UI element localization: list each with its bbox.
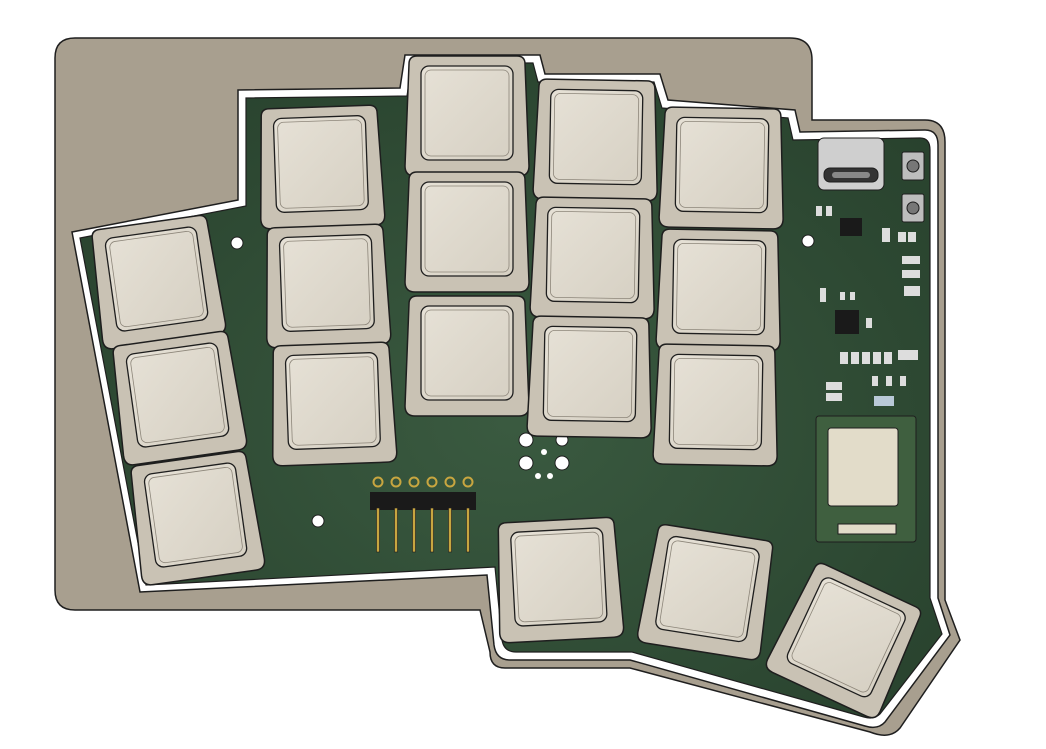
keycap-main <box>652 343 778 467</box>
header-pin <box>412 507 416 553</box>
keycap-main <box>112 330 248 466</box>
mounting-hole <box>230 236 244 250</box>
header-pin <box>430 507 434 553</box>
header-pad <box>444 476 456 488</box>
header-pin <box>394 507 398 553</box>
header-pad <box>462 476 474 488</box>
header-pad <box>426 476 438 488</box>
keycap-main <box>404 55 530 177</box>
header-pin <box>466 507 470 553</box>
mounting-hole <box>518 455 534 471</box>
header-pin <box>376 507 380 553</box>
keycap-thumb <box>765 562 922 719</box>
reset-button <box>901 151 925 181</box>
header-housing <box>370 492 476 510</box>
usb-c-icon <box>817 137 885 191</box>
keycap-main <box>404 295 530 417</box>
chip-icon <box>815 415 917 543</box>
keycap-main <box>266 223 392 349</box>
via <box>535 473 541 479</box>
pin-header <box>370 476 476 553</box>
power-button <box>901 193 925 223</box>
keycap-main <box>529 196 655 320</box>
keycap-thumb <box>497 516 625 644</box>
keycaps-layer <box>91 55 922 719</box>
keycap-main <box>658 106 784 230</box>
keycap-main <box>404 171 530 293</box>
smd-components <box>816 206 920 406</box>
keycap-main <box>272 341 398 467</box>
mounting-hole <box>554 455 570 471</box>
keycap-main <box>91 214 227 350</box>
header-pad <box>408 476 420 488</box>
keycap-main <box>130 450 266 586</box>
header-pad <box>390 476 402 488</box>
keycap-main <box>655 228 781 352</box>
header-pin <box>448 507 452 553</box>
mounting-hole <box>518 432 534 448</box>
keycap-thumb <box>636 523 774 661</box>
via <box>547 473 553 479</box>
mounting-hole <box>801 234 815 248</box>
via <box>541 449 547 455</box>
keycap-main <box>260 104 386 230</box>
header-pad <box>372 476 384 488</box>
keycap-main <box>532 78 658 202</box>
mounting-hole <box>311 514 325 528</box>
keycap-main <box>526 315 652 439</box>
